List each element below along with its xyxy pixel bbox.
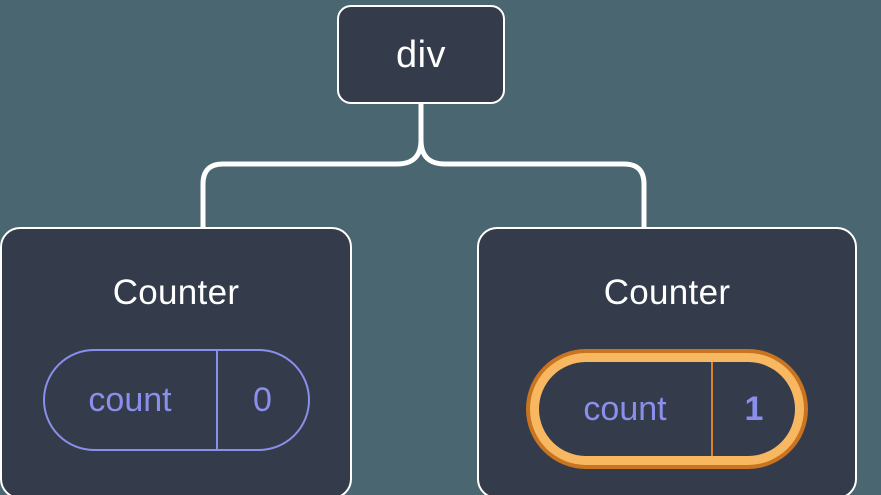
counter-right-label: Counter bbox=[603, 273, 731, 312]
counter-left-state-wrap: count 0 bbox=[42, 349, 310, 451]
state-value-label: 1 bbox=[711, 362, 795, 456]
counter-right-state-wrap: count 1 bbox=[526, 349, 808, 469]
counter-left-label: Counter bbox=[112, 273, 240, 312]
state-pill-count-1-highlighted[interactable]: count 1 bbox=[526, 349, 808, 469]
state-key-label: count bbox=[88, 381, 172, 419]
state-pill-count-0[interactable]: count 0 bbox=[42, 349, 310, 451]
div-node[interactable]: div bbox=[337, 5, 505, 104]
state-key-label: count bbox=[583, 390, 667, 428]
state-pill-inner: count 1 bbox=[539, 362, 795, 456]
counter-right-card[interactable]: Counter count 1 bbox=[477, 227, 857, 495]
div-node-label: div bbox=[395, 33, 447, 76]
counter-left-card[interactable]: Counter count 0 bbox=[0, 227, 352, 495]
state-value-label: 0 bbox=[215, 351, 308, 449]
